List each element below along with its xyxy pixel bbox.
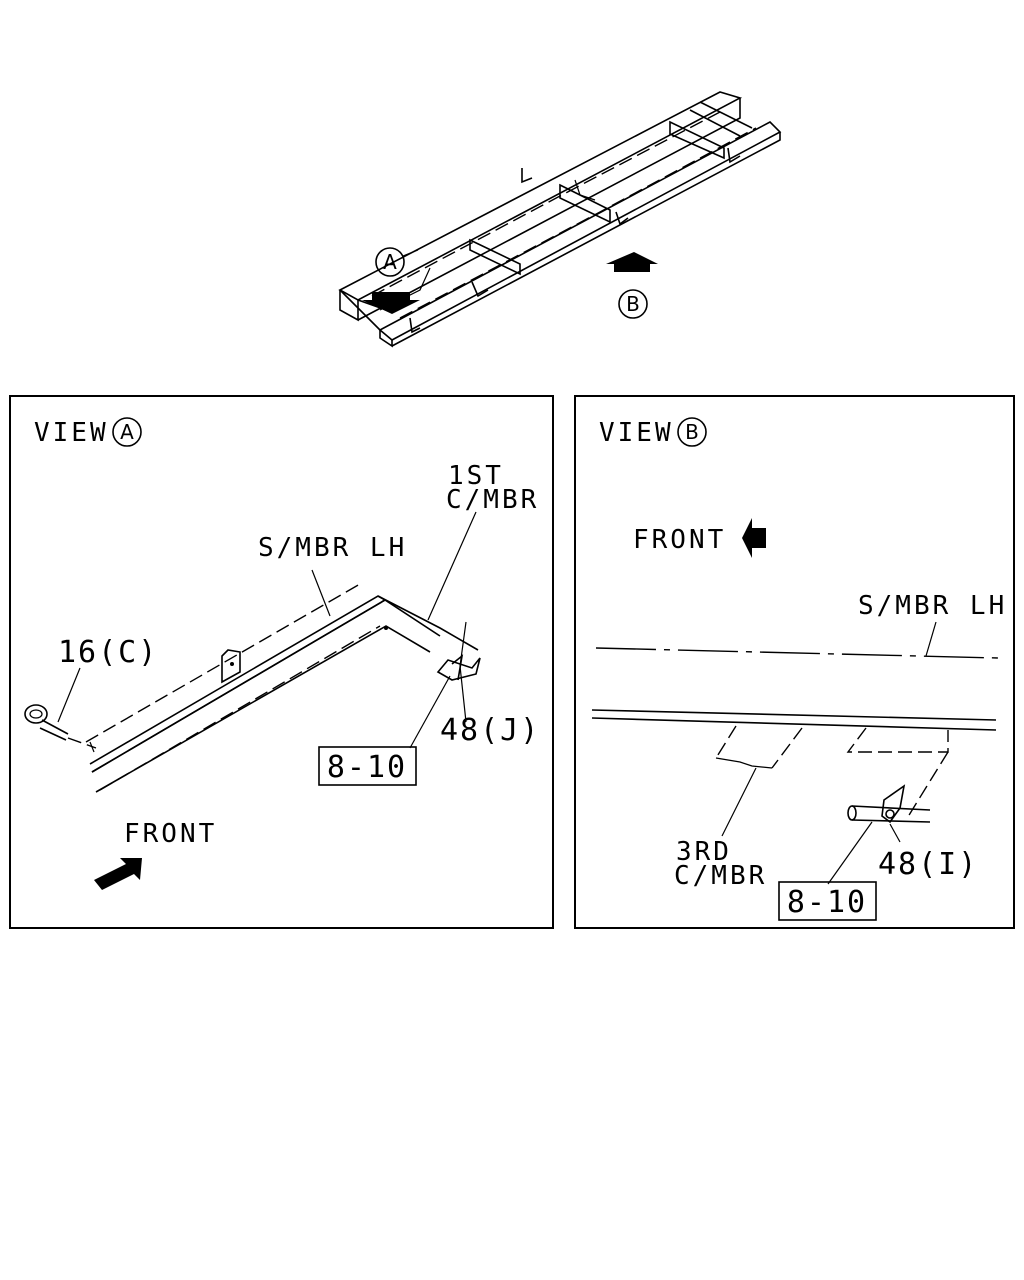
view-a-circle: A bbox=[120, 420, 134, 444]
label-part-48j: 48(J) bbox=[440, 713, 540, 748]
label-part-16c: 16(C) bbox=[58, 635, 158, 670]
chassis-overview: A B bbox=[338, 91, 782, 348]
view-b-panel: VIEW B FRONT S/MBR LH 3RD C/MBR 48(I) 8 bbox=[574, 395, 1015, 929]
view-b-title: VIEW bbox=[599, 418, 674, 448]
view-b-circle: B bbox=[685, 420, 699, 444]
callout-b: B bbox=[626, 292, 640, 316]
view-a-front-label: FRONT bbox=[124, 819, 217, 849]
label-1st: 1ST bbox=[448, 461, 504, 491]
front-arrow-left-icon bbox=[742, 518, 766, 558]
view-b-front-label: FRONT bbox=[633, 525, 726, 555]
view-b-smbr-lh: S/MBR LH bbox=[858, 591, 1007, 621]
label-3rd: 3RD bbox=[676, 837, 732, 867]
label-3rd-c-mbr: C/MBR bbox=[674, 861, 767, 891]
front-arrow-icon bbox=[94, 858, 142, 890]
label-smbr-lh: S/MBR LH bbox=[258, 533, 407, 563]
view-a-panel: VIEW A 1ST C/MBR S/MBR LH 16(C) 48(J) bbox=[9, 395, 554, 929]
label-part-48i: 48(I) bbox=[878, 847, 978, 882]
view-b-ref-box: 8-10 bbox=[787, 885, 867, 920]
view-a-ref-box: 8-10 bbox=[327, 750, 407, 785]
label-c-mbr: C/MBR bbox=[446, 485, 539, 515]
view-a-title: VIEW bbox=[34, 418, 109, 448]
callout-a: A bbox=[383, 250, 397, 274]
